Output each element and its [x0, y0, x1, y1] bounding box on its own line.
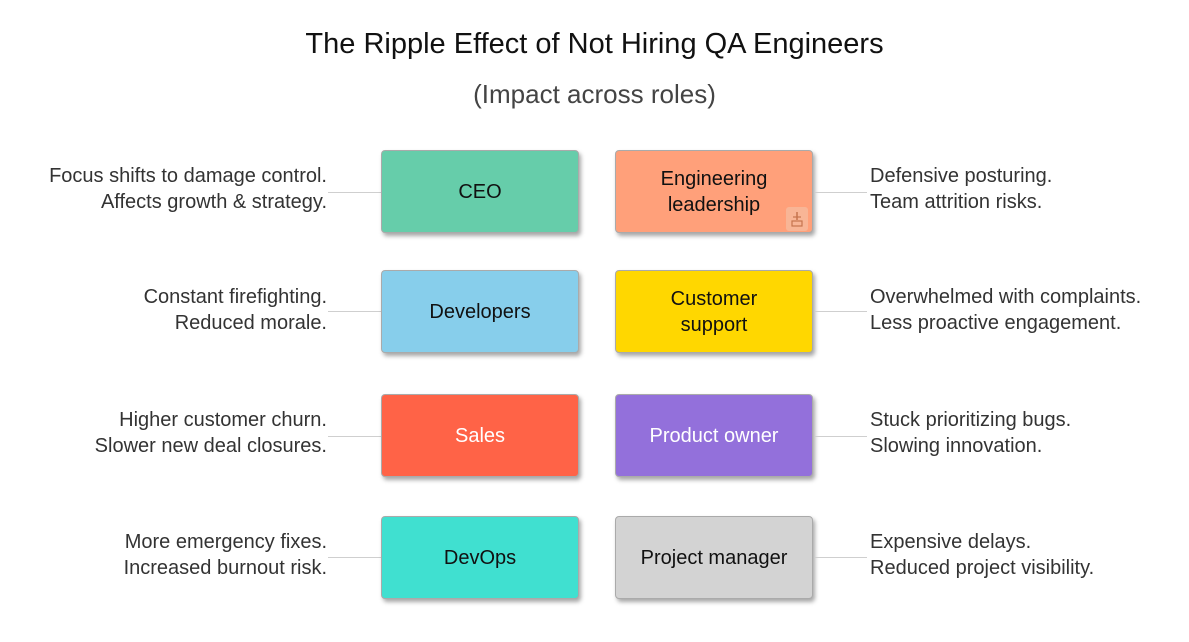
- role-label-product-owner: Product owner: [649, 424, 779, 447]
- project-manager-impact-line-2: Reduced project visibility.: [870, 557, 1095, 579]
- role-label-ceo: CEO: [458, 180, 502, 203]
- role-box-ceo: CEO: [381, 150, 579, 233]
- sales-impact-line-2: Slower new deal closures.: [94, 435, 327, 457]
- devops-impact-line-1: More emergency fixes.: [124, 531, 327, 553]
- project-manager-impact-text: Expensive delays. Reduced project visibi…: [870, 529, 1094, 581]
- customer-support-impact-text: Overwhelmed with complaints. Less proact…: [870, 284, 1141, 336]
- role-box-project-manager: Project manager: [615, 516, 813, 599]
- role-label-customer-support: Customer support: [670, 287, 758, 336]
- developers-impact-line-1: Constant firefighting.: [143, 286, 327, 308]
- role-label-project-manager: Project manager: [640, 546, 788, 569]
- role-label-engineering-leadership: Engineering leadership: [660, 167, 768, 216]
- customer-support-impact-line-1: Overwhelmed with complaints.: [870, 286, 1142, 308]
- devops-connector: [328, 557, 381, 558]
- role-label-developers: Developers: [429, 300, 531, 323]
- role-box-sales: Sales: [381, 394, 579, 477]
- role-label-devops: DevOps: [443, 546, 517, 569]
- ceo-impact-line-1: Focus shifts to damage control.: [49, 165, 327, 187]
- ceo-impact-text: Focus shifts to damage control. Affects …: [49, 163, 327, 215]
- diagram-subtitle: (Impact across roles): [473, 79, 716, 109]
- devops-impact-text: More emergency fixes. Increased burnout …: [124, 529, 327, 581]
- developers-impact-line-2: Reduced morale.: [174, 312, 327, 334]
- customer-support-connector: [815, 311, 867, 312]
- ceo-impact-line-2: Affects growth & strategy.: [100, 191, 327, 213]
- customer-support-impact-line-2: Less proactive engagement.: [870, 312, 1122, 334]
- sales-impact-text: Higher customer churn. Slower new deal c…: [95, 407, 327, 459]
- diagram-title: The Ripple Effect of Not Hiring QA Engin…: [305, 28, 884, 60]
- engineering-leadership-impact-line-1: Defensive posturing.: [870, 165, 1053, 187]
- role-box-customer-support: Customer support: [615, 270, 813, 353]
- role-label-sales: Sales: [454, 424, 506, 447]
- sales-impact-line-1: Higher customer churn.: [119, 409, 327, 431]
- role-box-engineering-leadership: Engineering leadership: [615, 150, 813, 233]
- product-owner-connector: [815, 436, 867, 437]
- role-box-product-owner: Product owner: [615, 394, 813, 477]
- product-owner-impact-line-1: Stuck prioritizing bugs.: [870, 409, 1072, 431]
- role-box-devops: DevOps: [381, 516, 579, 599]
- developers-connector: [328, 311, 381, 312]
- devops-impact-line-2: Increased burnout risk.: [123, 557, 327, 579]
- project-manager-connector: [815, 557, 867, 558]
- project-manager-impact-line-1: Expensive delays.: [870, 531, 1032, 553]
- engineering-leadership-connector: [815, 192, 867, 193]
- engineering-leadership-impact-line-2: Team attrition risks.: [870, 191, 1043, 213]
- developers-impact-text: Constant firefighting. Reduced morale.: [144, 284, 327, 336]
- product-owner-impact-text: Stuck prioritizing bugs. Slowing innovat…: [870, 407, 1071, 459]
- engineering-leadership-impact-text: Defensive posturing. Team attrition risk…: [870, 163, 1052, 215]
- ceo-connector: [328, 192, 381, 193]
- attachment-icon[interactable]: [786, 207, 808, 231]
- product-owner-impact-line-2: Slowing innovation.: [870, 435, 1043, 457]
- sales-connector: [328, 436, 381, 437]
- role-box-developers: Developers: [381, 270, 579, 353]
